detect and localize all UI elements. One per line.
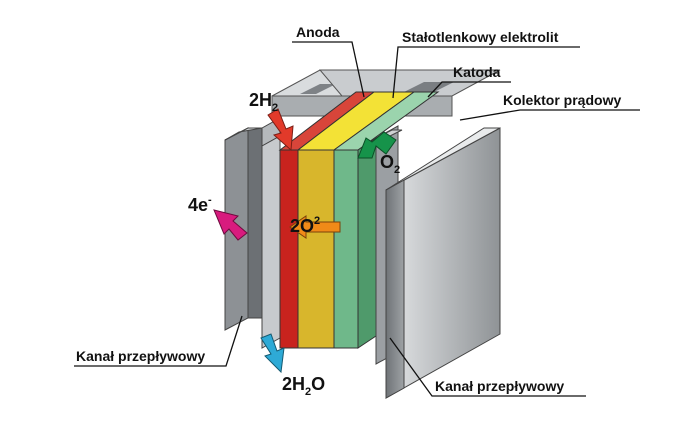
h2-arrow xyxy=(267,108,294,152)
channel-left-leader xyxy=(74,315,243,367)
cathode-label: Katoda xyxy=(453,64,501,80)
electrons-arrow xyxy=(213,209,248,241)
h2-label: 2H2 xyxy=(249,90,278,114)
anode-front xyxy=(279,149,299,349)
collector-leader xyxy=(459,109,640,121)
anode-leader xyxy=(292,41,365,98)
anode-label: Anoda xyxy=(296,24,340,40)
collector-right xyxy=(375,125,501,399)
collector-left xyxy=(224,117,281,349)
oxide-arrow xyxy=(289,215,341,239)
water-arrow xyxy=(260,333,285,374)
collector-top-grid xyxy=(271,69,501,117)
channel-right-label: Kanał przepływowy xyxy=(435,378,564,394)
water-label: 2H2O xyxy=(282,374,325,398)
cathode-side xyxy=(357,137,377,349)
channel-right-leader xyxy=(389,337,586,397)
cell-layers xyxy=(278,91,440,349)
o2-label: O2 xyxy=(380,152,400,176)
collector-label: Kolektor prądowy xyxy=(503,92,621,108)
o2-arrow xyxy=(357,131,397,159)
channel-left-label: Kanał przepływowy xyxy=(76,348,205,364)
oxide-label: 2O2 xyxy=(290,215,320,236)
electrolyte-label: Stałotlenkowy elektrolit xyxy=(402,29,559,45)
cathode-front xyxy=(333,149,359,349)
electrolyte-leader xyxy=(392,46,580,99)
electrolyte-front xyxy=(297,149,335,349)
cathode-leader xyxy=(427,81,511,98)
electrons-label: 4e- xyxy=(188,194,212,215)
